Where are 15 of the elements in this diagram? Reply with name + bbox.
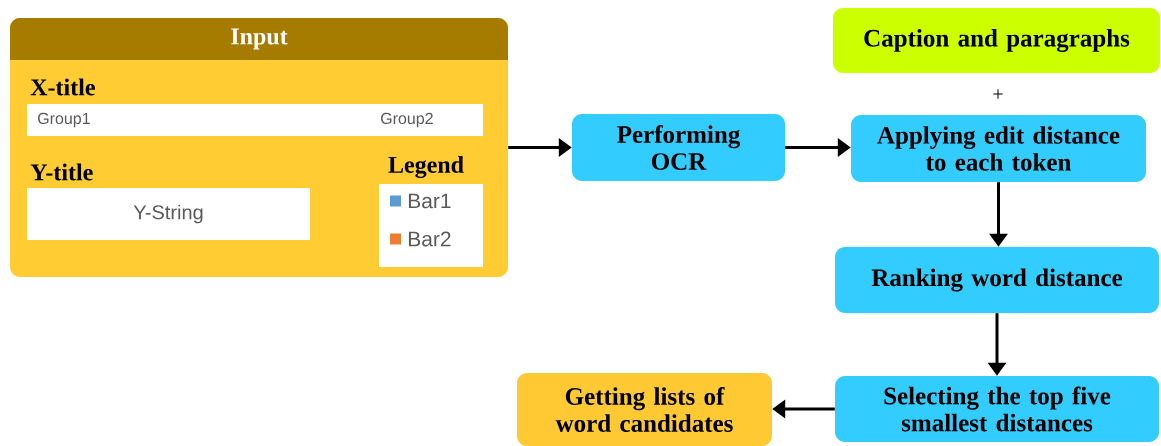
legend-label: Bar2 — [408, 231, 451, 247]
axis-title: X-title — [30, 78, 95, 96]
process-box: Applying edit distance to each token — [851, 115, 1146, 182]
plus-sign: + — [993, 89, 1003, 99]
legend-title: Legend — [388, 156, 464, 178]
legend-label: Bar1 — [408, 193, 451, 209]
process-box: Performing OCR — [572, 114, 785, 181]
output-box: Getting lists of word candidates — [517, 373, 772, 446]
axis-title: Y-title — [30, 163, 93, 181]
text-field: Y-String — [27, 188, 310, 240]
process-box: Selecting the top five smallest distances — [835, 376, 1159, 442]
category-label: Group2 — [381, 112, 433, 128]
process-box: Ranking word distance — [835, 247, 1159, 313]
category-label: Group1 — [38, 112, 90, 128]
input-box: Caption and paragraphs — [833, 8, 1160, 73]
